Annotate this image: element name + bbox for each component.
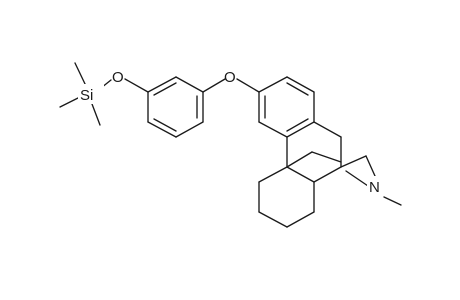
nitrogen-atom-label: N [369, 179, 380, 196]
bond-si-methyl-bottom [91, 103, 101, 126]
ring-right-bond-4 [286, 121, 315, 138]
cyclohexane-bond-4 [286, 211, 315, 228]
cyclohexane-bond-3 [258, 211, 288, 228]
phenyl-ring-left [124, 76, 226, 138]
bond-c9-ch2-n [340, 155, 367, 168]
ring-left-bond-1 [147, 76, 177, 93]
aliphatic-framework [286, 121, 402, 206]
ring-left-bond-4 [175, 121, 204, 138]
cyclohexane-bond-1 [258, 166, 288, 183]
bond-c9-c14 [313, 166, 342, 183]
bond-bridge-ch2 [311, 151, 342, 163]
silicon-atom-label: Si [80, 87, 93, 104]
bond-oxygen-ring-right [236, 78, 260, 93]
ring-right-bond-2 [286, 76, 315, 93]
ring-right-double-1 [286, 82, 309, 96]
ring-left-bond-5 [147, 121, 177, 138]
aromatic-ring-right [236, 76, 315, 138]
cyclohexane-ring [258, 166, 315, 228]
ring-left-bond-2 [175, 76, 204, 93]
bond-ch2-nitrogen [365, 155, 376, 177]
ring-right-double-3 [286, 118, 309, 132]
ring-right-bond-1 [258, 76, 288, 93]
bond-c13-bridge [286, 151, 313, 168]
bond-nitrogen-methyl [383, 196, 402, 206]
ring-left-double-3 [153, 118, 177, 132]
ring-left-double-1 [153, 82, 177, 96]
bond-ar-benzylic-ch2 [313, 121, 342, 138]
oxygen-atom-label-left: O [112, 69, 124, 86]
ring-right-bond-5 [258, 121, 288, 138]
bond-ring-left-oxygen-right [202, 78, 226, 93]
oxygen-atom-label-right: O [224, 69, 236, 86]
silicon-label-mask [78, 84, 104, 104]
bond-nitrogen-c16 [345, 170, 372, 189]
nitrogen-label-mask [367, 176, 383, 196]
bond-si-methyl-top [74, 62, 87, 87]
bond-c14-c13 [286, 166, 315, 183]
bond-oxygen-ring-left [124, 78, 149, 93]
